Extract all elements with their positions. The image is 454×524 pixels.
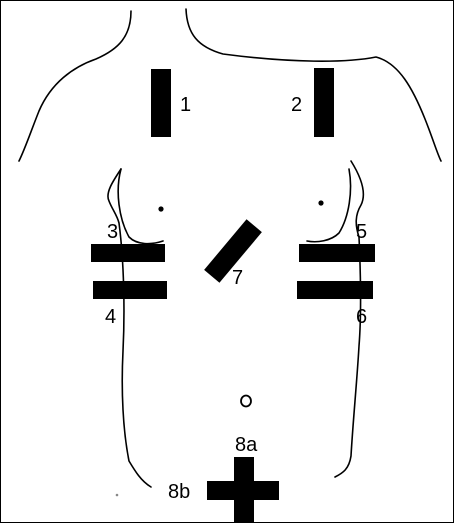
electrode-pad-6: [297, 281, 373, 299]
electrode-label-2: 2: [291, 94, 302, 116]
hip-dot: [116, 494, 119, 497]
electrode-label-3: 3: [107, 221, 118, 243]
electrode-pad-4: [93, 281, 167, 299]
electrode-pad-1: [151, 69, 171, 137]
electrode-label-5: 5: [356, 221, 367, 243]
electrode-label-4: 4: [105, 306, 116, 328]
electrode-label-6: 6: [356, 306, 367, 328]
right-pectoral-line: [307, 169, 351, 242]
left-shoulder-line: [19, 11, 131, 161]
left-trunk-line: [108, 169, 151, 487]
electrode-pad-8b: [207, 481, 279, 500]
right-shoulder-line: [186, 9, 441, 161]
electrode-label-8a: 8a: [235, 434, 258, 456]
electrode-label-8b: 8b: [168, 481, 190, 503]
navel-mark: [241, 396, 251, 407]
right-nipple-dot: [318, 200, 323, 205]
left-nipple-dot: [158, 206, 163, 211]
electrode-label-1: 1: [180, 94, 191, 116]
electrode-pad-2: [314, 68, 334, 137]
electrode-pad-5: [299, 244, 375, 262]
electrode-label-7: 7: [232, 267, 243, 289]
left-pectoral-line: [118, 169, 163, 244]
electrode-pad-3: [91, 244, 165, 262]
